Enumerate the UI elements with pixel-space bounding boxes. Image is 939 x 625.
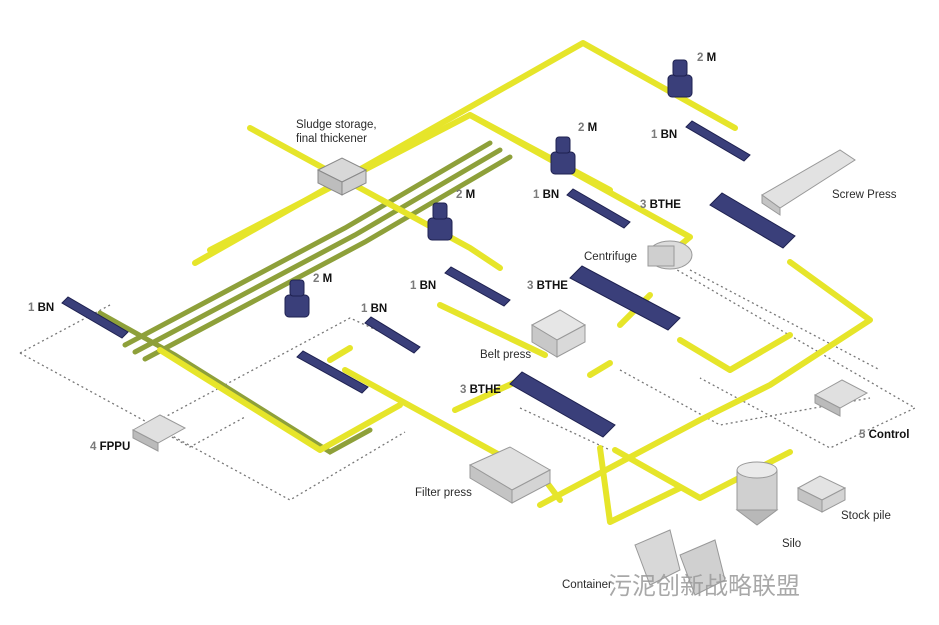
bn-pump-icon [685, 120, 751, 162]
centrifuge-machine [647, 240, 693, 270]
pump-label: 3 BTHE [640, 199, 681, 211]
bthe-pump-icon [509, 371, 616, 438]
thickened-sludge-lines [97, 140, 513, 455]
pump-label: 1 BN [28, 302, 55, 314]
filter-press-machine [468, 446, 552, 504]
centrifuge-label: Centrifuge [584, 251, 638, 263]
silo-tank [735, 461, 779, 526]
stock-pile-label: Stock pile [841, 510, 891, 522]
fppu-panel [131, 414, 187, 452]
fppu-label: 4 FPPU [90, 441, 131, 453]
screw-press-label: Screw Press [832, 189, 897, 201]
bn-pump-icon [444, 266, 511, 307]
pump-label: 1 BN [410, 280, 437, 292]
pump-label: 2 M [456, 189, 476, 201]
pump-label: 1 BN [651, 129, 678, 141]
bthe-pump-icon [569, 265, 681, 331]
bn-pump-icon [566, 188, 631, 229]
m-pump-icon [550, 136, 576, 175]
m-pump-icon [284, 279, 310, 318]
bn-pump-icon [61, 296, 129, 339]
control-label: 5 Control [859, 429, 910, 441]
belt-press-label: Belt press [480, 349, 532, 361]
m-pump-icon [667, 59, 693, 98]
container-bins [634, 529, 726, 596]
pump-label: 2 M [313, 273, 333, 285]
silo-label: Silo [782, 538, 802, 550]
container-label: Container [562, 579, 612, 591]
pump-label: 1 BN [533, 189, 560, 201]
sludge-storage-label: Sludge storage, [296, 119, 377, 131]
pump-label: 3 BTHE [527, 280, 568, 292]
pump-label: 2 M [578, 122, 598, 134]
m-pump-icon [427, 202, 453, 241]
sludge-storage-tank [316, 157, 368, 196]
control-panel [813, 379, 869, 417]
belt-press-machine [530, 309, 587, 358]
pumps [61, 59, 796, 438]
bn-pump-icon [364, 316, 421, 354]
bthe-pump-icon [709, 192, 796, 249]
pump-label: 2 M [697, 52, 717, 64]
screw-press-machine [761, 149, 856, 216]
pump-label: 3 BTHE [460, 384, 501, 396]
stock-pile-bin [796, 475, 847, 513]
watermark-text: 污泥创新战略联盟 [608, 572, 800, 600]
pump-label: 1 BN [361, 303, 388, 315]
final-thickener-label: final thickener [296, 133, 367, 145]
filter-press-label: Filter press [415, 487, 472, 499]
bn-pump-icon [296, 350, 369, 394]
